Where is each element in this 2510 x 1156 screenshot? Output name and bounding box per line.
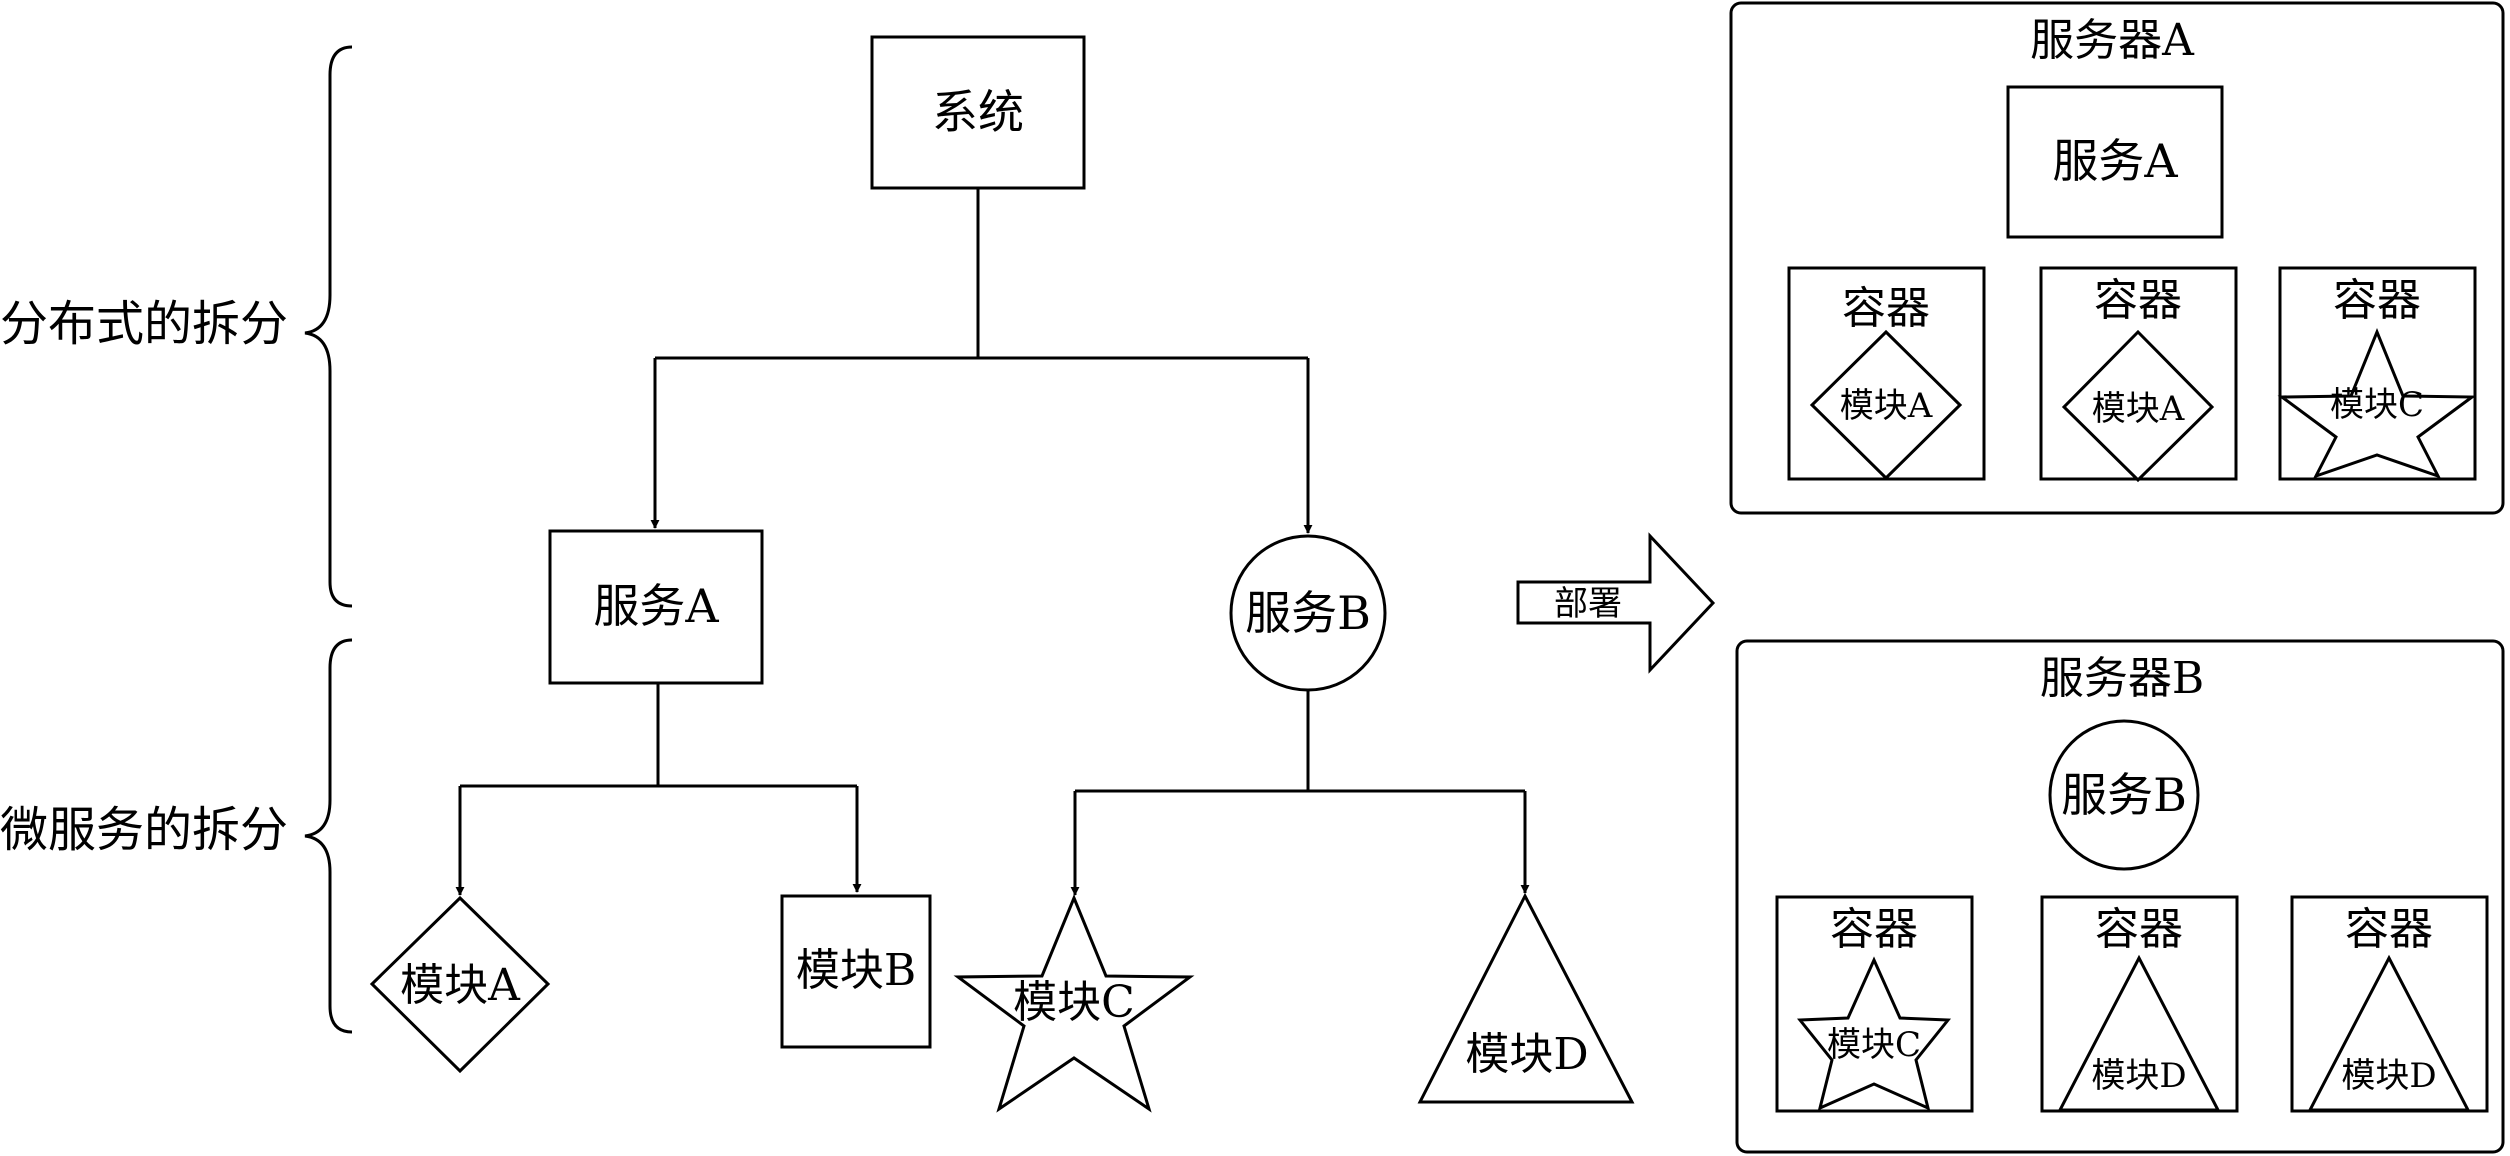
server-b-container-3-module: 模块D xyxy=(2341,1056,2436,1096)
system-label: 系统 xyxy=(932,85,1024,139)
server-a-panel: 服务器A 服务A 容器 模块A 容器 模块A 容器 模块C xyxy=(1729,1,2505,515)
module-a-node: 模块A xyxy=(369,895,551,1074)
server-a-container-3-label: 容器 xyxy=(2333,275,2421,326)
deploy-label: 部署 xyxy=(1554,584,1622,624)
server-b-title: 服务器B xyxy=(2040,653,2204,704)
server-b-service-b: 服务B xyxy=(2048,719,2200,871)
module-b-node: 模块B xyxy=(780,894,932,1049)
system-node: 系统 xyxy=(870,35,1086,190)
deploy-arrow: 部署 xyxy=(1516,532,1716,674)
module-d-node: 模块D xyxy=(1417,892,1635,1104)
server-a-title: 服务器A xyxy=(2030,15,2195,66)
service-a-node: 服务A xyxy=(548,529,764,685)
server-a-container-2-module: 模块A xyxy=(2092,389,2185,429)
server-b-container-1: 容器 模块C xyxy=(1775,895,1974,1113)
server-b-container-1-module: 模块C xyxy=(1827,1025,1921,1065)
server-a-container-2: 容器 模块A xyxy=(2039,266,2238,483)
server-a-service-a: 服务A xyxy=(2006,85,2224,239)
server-a-service-a-label: 服务A xyxy=(2052,134,2178,188)
module-d-label: 模块D xyxy=(1465,1029,1588,1080)
server-b-container-1-label: 容器 xyxy=(1830,904,1918,955)
brace-distributed-label: 分布式的拆分 xyxy=(0,296,288,352)
service-b-label: 服务B xyxy=(1245,586,1371,640)
server-b-service-b-label: 服务B xyxy=(2061,768,2187,822)
tree-connectors xyxy=(455,188,1530,896)
server-b-container-2-module: 模块D xyxy=(2091,1056,2186,1096)
service-a-label: 服务A xyxy=(593,579,719,633)
server-a-container-2-label: 容器 xyxy=(2094,275,2182,326)
server-b-container-2-label: 容器 xyxy=(2095,904,2183,955)
service-b-node: 服务B xyxy=(1229,534,1387,692)
module-a-label: 模块A xyxy=(400,960,521,1011)
module-b-label: 模块B xyxy=(796,945,916,996)
brace-micro xyxy=(304,638,353,1034)
server-a-container-1-label: 容器 xyxy=(1842,283,1930,334)
brace-distributed xyxy=(304,45,353,608)
server-a-container-1-module: 模块A xyxy=(1840,386,1933,426)
server-b-container-3: 容器 模块D xyxy=(2290,895,2489,1113)
brace-micro-label: 微服务的拆分 xyxy=(0,802,288,858)
server-b-container-3-label: 容器 xyxy=(2345,904,2433,955)
server-a-container-1: 容器 模块A xyxy=(1787,266,1986,481)
module-c-node: 模块C xyxy=(953,894,1195,1113)
server-b-panel: 服务器B 服务B 容器 模块C 容器 模块D 容器 模块D xyxy=(1735,639,2505,1154)
module-c-label: 模块C xyxy=(1013,977,1135,1028)
server-b-container-2: 容器 模块D xyxy=(2040,895,2239,1113)
server-a-container-3: 容器 模块C xyxy=(2277,266,2477,481)
server-a-container-3-module: 模块C xyxy=(2330,385,2424,425)
